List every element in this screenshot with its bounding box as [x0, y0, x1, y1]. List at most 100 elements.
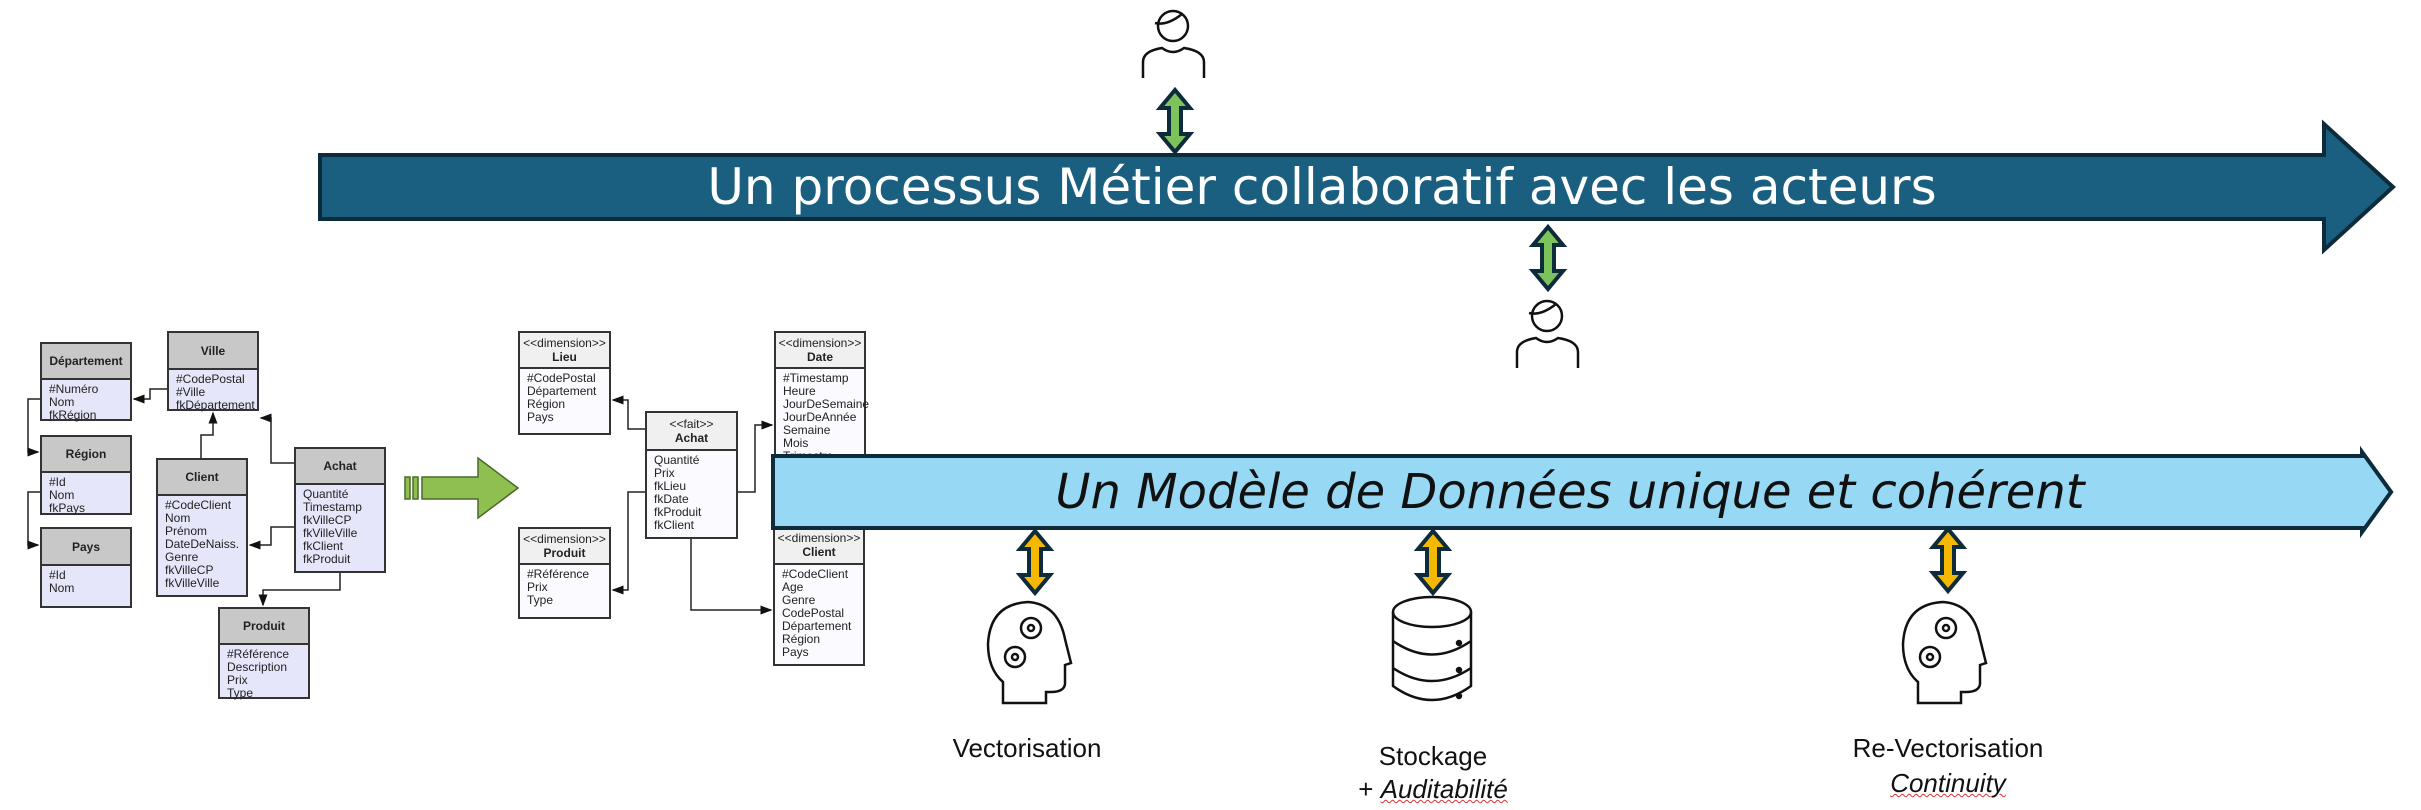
entity-field: Région: [527, 397, 566, 411]
entity-title: Lieu: [552, 350, 577, 364]
entity-field: Région: [782, 632, 821, 646]
entity-title: Région: [65, 447, 107, 461]
entity-field: #Ville: [176, 385, 206, 399]
entity-title: Client: [185, 470, 219, 484]
entity-title: Achat: [674, 431, 709, 445]
vectorisation-label: Vectorisation: [952, 733, 1102, 763]
entity-title: Produit: [543, 546, 586, 560]
transform-arrow: [404, 456, 520, 520]
entity-field: fkDépartement: [176, 398, 255, 412]
process-banner-text: Un processus Métier collaboratif avec le…: [707, 158, 1937, 216]
entity-header: <<dimension>>Date: [776, 333, 864, 369]
entity-title: Achat: [323, 459, 357, 473]
entity-field: #Id: [49, 568, 66, 582]
auditabilite-text: Auditabilité: [1380, 774, 1508, 804]
entity-field: Heure: [783, 384, 816, 398]
entity-field: #CodePostal: [176, 372, 245, 386]
head-gears-icon: [986, 600, 1073, 705]
entity-field: Nom: [49, 395, 75, 409]
entity-field: Age: [782, 580, 804, 594]
entity-title: Produit: [243, 619, 285, 633]
entity-field: Nom: [165, 511, 191, 525]
entity-header: Ville: [169, 333, 257, 370]
entity-field: Département: [527, 384, 597, 398]
entity-header: Pays: [42, 529, 130, 566]
entity-title: Client: [802, 545, 836, 559]
entity-field: Pays: [527, 410, 554, 424]
entity-field: JourDeSemaine: [783, 397, 870, 411]
entity-field: Timestamp: [303, 500, 362, 514]
entity-field: fkVilleVille: [303, 526, 358, 540]
head-gears-icon: [1901, 600, 1988, 705]
entity-field: Département: [782, 619, 852, 633]
entity-field: fkProduit: [303, 552, 351, 566]
entity-field: Genre: [782, 593, 816, 607]
er-relations: [27, 388, 774, 615]
entity-field: DateDeNaiss.: [165, 537, 240, 551]
entity-header: <<dimension>>Client: [775, 527, 863, 565]
double-arrow-icon: [1018, 529, 1052, 595]
entity-field: #Timestamp: [783, 371, 849, 385]
entity-field: #Référence: [227, 647, 290, 661]
process-banner-arrow: [318, 119, 2396, 255]
entity-field: fkVilleCP: [165, 563, 214, 577]
entity-field: #CodeClient: [165, 498, 232, 512]
entity-field: fkClient: [654, 518, 695, 532]
entity-title: Département: [49, 354, 123, 368]
entity-field: fkClient: [303, 539, 344, 553]
revectorisation-label: Re-Vectorisation: [1852, 733, 2044, 763]
entity-field: fkProduit: [654, 505, 702, 519]
entity-field: Semaine: [783, 423, 831, 437]
entity-field: Nom: [49, 488, 75, 502]
entity-field: Prénom: [165, 524, 208, 538]
entity-header: <<dimension>>Lieu: [520, 333, 609, 369]
entity-field: Quantité: [303, 487, 349, 501]
entity-field: #Référence: [527, 567, 590, 581]
entity-field: #Numéro: [49, 382, 99, 396]
person-icon: [1141, 9, 1206, 78]
entity-header: Région: [42, 437, 130, 473]
entity-field: fkVilleCP: [303, 513, 352, 527]
entity-field: #CodePostal: [527, 371, 596, 385]
auditabilite-label: + Auditabilité: [1358, 774, 1508, 805]
entity-field: Quantité: [654, 453, 700, 467]
double-arrow-icon: [1531, 225, 1565, 291]
entity-field: Prix: [227, 673, 248, 687]
double-arrow-icon: [1416, 529, 1450, 595]
entity-field: CodePostal: [782, 606, 845, 620]
person-icon: [1515, 299, 1580, 368]
continuity-label: Continuity: [1890, 768, 2006, 798]
entity-field: Type: [227, 686, 254, 700]
entity-field: #CodeClient: [782, 567, 849, 581]
entity-field: Genre: [165, 550, 199, 564]
entity-header: Achat: [296, 449, 384, 485]
entity-field: fkVilleVille: [165, 576, 220, 590]
entity-field: Pays: [782, 645, 809, 659]
entity-header: Client: [158, 460, 246, 496]
entity-field: fkPays: [49, 501, 86, 515]
entity-title: Ville: [200, 343, 226, 358]
database-icon: [1391, 595, 1473, 702]
